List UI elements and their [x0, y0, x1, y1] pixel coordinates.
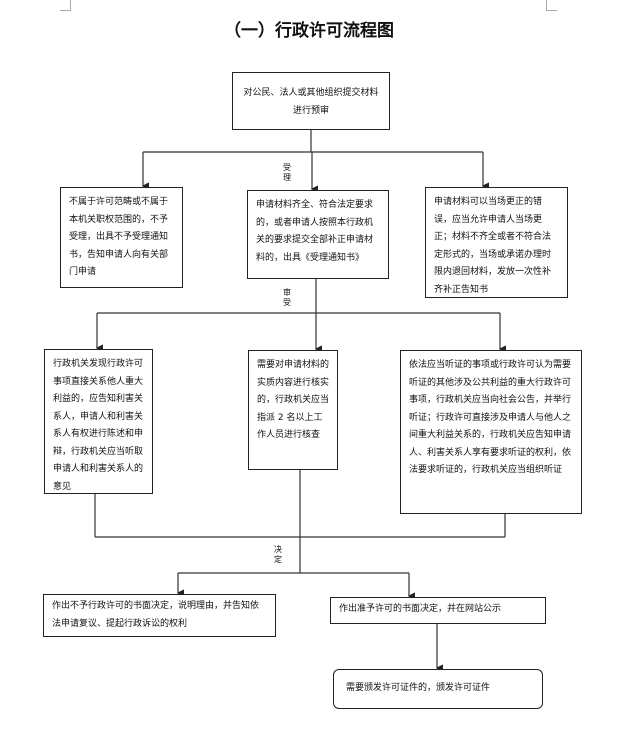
review-label: 审受 [283, 288, 291, 307]
page-title: （一）行政许可流程图 [224, 21, 394, 41]
verify-box: 需要对申请材料的实质内容进行核实的，行政机关应当指派 2 名以上工作人员进行核查 [248, 350, 338, 470]
accept-label: 受理 [283, 163, 291, 182]
reject-scope-box: 不属于许可范畴或不属于本机关职权范围的，不予受理，出具不予受理通知书，告知申请人… [60, 187, 183, 288]
interested-parties-box: 行政机关发现行政许可事项直接关系他人重大利益的，应告知利害关系人，申请人和利害关… [44, 349, 153, 494]
correct-box: 申请材料可以当场更正的错误，应当允许申请人当场更正；材料不齐全或者不符合法定形式… [425, 187, 568, 298]
pre-review-box: 对公民、法人或其他组织提交材料进行预审 [232, 72, 390, 130]
hearing-box: 依法应当听证的事项或行政许可认为需要听证的其他涉及公共利益的重大行政许可事项，行… [400, 350, 582, 514]
page-corner-mark [546, 0, 557, 11]
grant-decision-box: 作出准予许可的书面决定，并在网站公示 [330, 597, 546, 624]
deny-decision-box: 作出不予行政许可的书面决定，说明理由，并告知依法申请复议、提起行政诉讼的权利 [43, 594, 276, 637]
page-corner-mark [60, 0, 71, 11]
decide-label: 决定 [274, 545, 282, 564]
accept-box: 申请材料齐全、符合法定要求的，或者申请人按照本行政机关的要求提交全部补正申请材料… [247, 190, 389, 279]
certificate-box: 需要颁发许可证件的，颁发许可证件 [333, 669, 543, 709]
